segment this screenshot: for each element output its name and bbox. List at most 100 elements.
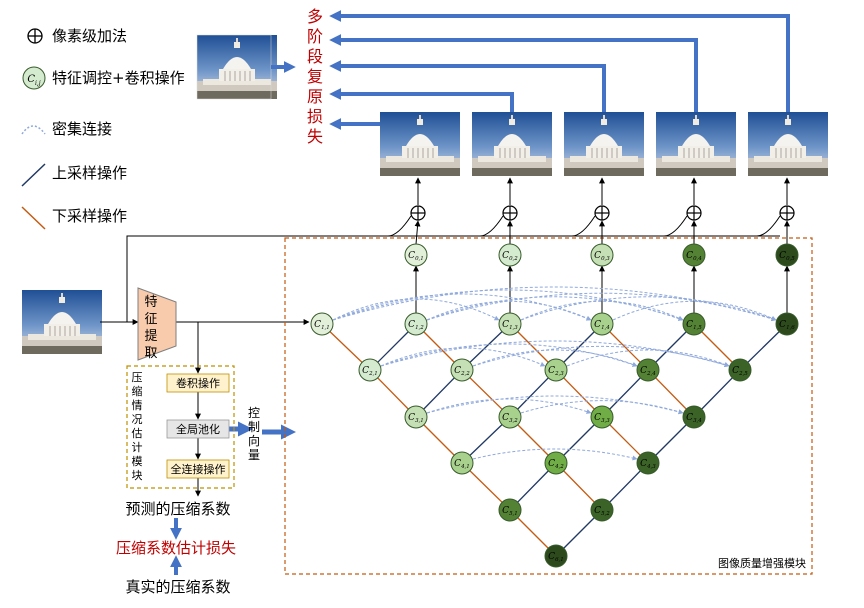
node-label-n41: C4,1 xyxy=(454,459,470,470)
svg-text:Ci,j: Ci,j xyxy=(27,74,40,87)
pool-op-label: 全局池化 xyxy=(176,422,220,436)
node-symbol: C xyxy=(502,413,509,423)
feature-extraction-block: 特 征 提 取 xyxy=(137,287,177,361)
node-label-n31: C3,1 xyxy=(408,413,424,424)
node-subscript: 5,1 xyxy=(509,511,518,517)
node-symbol: C xyxy=(548,552,555,562)
node-n23 xyxy=(544,358,568,382)
node-symbol: C xyxy=(548,366,555,376)
node-subscript: 2,4 xyxy=(646,371,656,377)
node-n22 xyxy=(450,358,474,382)
legend-up-label: 上采样操作 xyxy=(52,164,127,182)
legend-node-label: 特征调控+卷积操作 xyxy=(52,69,185,87)
node-subscript: 4,3 xyxy=(646,464,656,470)
node-label-n51: C5,1 xyxy=(502,506,518,517)
dense-connection-arc xyxy=(472,349,638,367)
node-label-n32: C3,2 xyxy=(502,413,518,424)
node-label-n21: C2,1 xyxy=(362,366,378,377)
node-symbol: C xyxy=(314,320,321,330)
downsample-icon xyxy=(21,206,46,230)
loss-arrows xyxy=(271,10,790,130)
node-n04 xyxy=(682,243,706,267)
loss-char: 复 xyxy=(307,67,323,86)
module-title-char: 情 xyxy=(132,399,143,412)
node-symbol: C xyxy=(594,320,601,330)
output-image-2 xyxy=(471,111,553,177)
legend-plus-label: 像素级加法 xyxy=(52,27,127,45)
node-symbol: C xyxy=(502,320,509,330)
feature-extract-char: 取 xyxy=(144,346,157,361)
node-symbol: C xyxy=(454,366,461,376)
node-symbol: C xyxy=(686,251,693,261)
loss-char: 多 xyxy=(307,7,323,26)
node-subscript: 4,1 xyxy=(460,464,470,470)
node-subscript: 3,2 xyxy=(509,418,518,424)
dense-connection-arc xyxy=(380,343,638,367)
multi-stage-loss-label: 多 阶 段 复 原 损 失 xyxy=(307,7,323,146)
node-subscript: 1,6 xyxy=(786,325,795,331)
coef-loss-label: 压缩系数估计损失 xyxy=(116,539,236,557)
node-label-n13: C1,3 xyxy=(502,320,518,331)
node-label-n61: C6,1 xyxy=(548,552,564,563)
control-vector-char: 量 xyxy=(248,448,260,462)
node-symbol: C xyxy=(779,251,786,261)
node-n61 xyxy=(544,544,568,568)
dense-connection-arc xyxy=(520,300,684,321)
dense-connection-arc xyxy=(426,300,592,321)
node-subscript: 1,2 xyxy=(415,325,424,331)
node-label-n34: C3,4 xyxy=(686,413,702,424)
node-subscript: 1,1 xyxy=(321,325,330,331)
node-symbol: C xyxy=(594,251,601,261)
output-image-3 xyxy=(563,111,645,177)
node-to-plus-line xyxy=(414,220,421,245)
node-n41 xyxy=(450,451,474,475)
node-symbol: C xyxy=(502,251,509,261)
legend-node-icon: Ci,j xyxy=(22,66,46,90)
pixel-add-operators xyxy=(387,177,795,245)
true-coef-label: 真实的压缩系数 xyxy=(125,578,230,596)
output-image-5 xyxy=(747,111,829,177)
output-to-loss-arrow xyxy=(329,88,514,112)
node-subscript: 3,1 xyxy=(415,418,424,424)
node-subscript: 3,3 xyxy=(601,418,610,424)
node-label-n04: C0,4 xyxy=(686,251,702,262)
dense-connection-arc xyxy=(426,398,592,414)
dense-connection-arc xyxy=(426,296,684,321)
output-to-loss-arrow xyxy=(329,34,698,112)
module-title-char: 压 xyxy=(132,371,143,384)
skip-to-plus-curve xyxy=(571,215,596,237)
dense-connection-arc xyxy=(426,292,777,322)
dense-connection-arc xyxy=(520,400,684,415)
node-subscript: 0,4 xyxy=(693,256,702,262)
skip-to-plus-curve xyxy=(479,215,504,237)
node-n42 xyxy=(544,451,568,475)
dense-connection-icon xyxy=(21,125,46,135)
loss-char: 原 xyxy=(307,87,323,106)
skip-connection-line xyxy=(126,235,780,322)
node-n51 xyxy=(498,498,522,522)
node-label-n24: C2,4 xyxy=(640,366,656,377)
node-n02 xyxy=(498,243,522,267)
conv-op-label: 卷积操作 xyxy=(176,376,220,390)
dense-connections xyxy=(332,286,777,461)
node-n14 xyxy=(590,312,614,336)
node-symbol: C xyxy=(686,413,693,423)
skip-to-plus-curve xyxy=(756,215,781,237)
dense-connection-arc xyxy=(472,345,730,368)
node-n24 xyxy=(636,358,660,382)
node-n43 xyxy=(636,451,660,475)
predicted-coef-label: 预测的压缩系数 xyxy=(125,500,230,518)
output-image-4 xyxy=(655,111,737,177)
node-label-n12: C1,2 xyxy=(408,320,424,331)
control-vector-char: 控 xyxy=(248,406,260,420)
node-symbol: C xyxy=(686,320,693,330)
node-n13 xyxy=(498,312,522,336)
enhancement-module-border xyxy=(284,237,813,575)
dense-connection-arc xyxy=(332,293,592,321)
output-to-loss-arrow xyxy=(329,10,790,112)
node-n33 xyxy=(590,405,614,429)
feature-extract-char: 提 xyxy=(144,328,157,344)
node-n52 xyxy=(590,498,614,522)
feature-extract-char: 征 xyxy=(144,312,157,327)
fc-op-label: 全连接操作 xyxy=(171,462,226,476)
